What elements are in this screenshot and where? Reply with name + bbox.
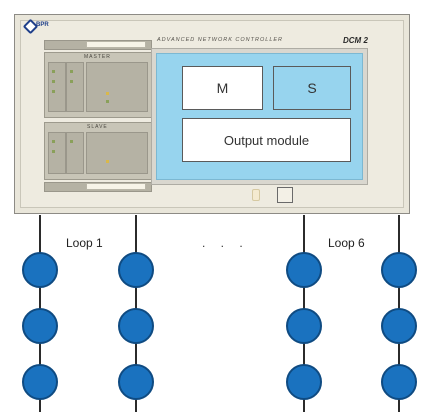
master-status-led: [70, 80, 73, 83]
slave-status-led: [70, 140, 73, 143]
controller-model: DCM 2: [343, 36, 368, 45]
usb-port-icon: [277, 187, 293, 203]
loop-1-label: Loop 1: [66, 236, 103, 250]
slave-status-led: [106, 160, 109, 163]
slave-right-panel: [86, 132, 148, 174]
loop-device-node: [381, 308, 417, 344]
slave-middle-column: [66, 132, 84, 174]
loop-device-node: [22, 308, 58, 344]
master-status-led: [106, 92, 109, 95]
slave-left-column: [48, 132, 66, 174]
loop-device-node: [118, 364, 154, 400]
brand-name: BPR: [36, 22, 49, 28]
loop-6-label: Loop 6: [328, 236, 365, 250]
top-strip-badge: [86, 41, 146, 48]
slave-module-box: S: [273, 66, 351, 110]
master-status-led: [70, 70, 73, 73]
indicator-lamp-icon: [252, 189, 260, 201]
output-module-box: Output module: [182, 118, 351, 162]
master-right-panel: [86, 62, 148, 112]
loop-device-node: [22, 364, 58, 400]
slave-status-led: [52, 140, 55, 143]
master-middle-column: [66, 62, 84, 112]
loop-device-node: [381, 252, 417, 288]
slave-label: SLAVE: [87, 124, 108, 130]
loop-device-node: [286, 252, 322, 288]
slave-status-led: [52, 150, 55, 153]
loop-device-node: [381, 364, 417, 400]
master-status-led: [52, 90, 55, 93]
loop-device-node: [118, 252, 154, 288]
master-left-column: [48, 62, 66, 112]
controller-title: ADVANCED NETWORK CONTROLLER: [157, 37, 284, 43]
master-status-led: [52, 70, 55, 73]
loop-device-node: [286, 308, 322, 344]
master-module-box: M: [182, 66, 263, 110]
master-status-led: [52, 80, 55, 83]
loop-device-node: [118, 308, 154, 344]
loop-device-node: [22, 252, 58, 288]
master-status-led: [106, 100, 109, 103]
loops-ellipsis: . . .: [202, 236, 249, 250]
loop-device-node: [286, 364, 322, 400]
bottom-strip-badge: [86, 183, 146, 190]
master-label: MASTER: [84, 54, 111, 60]
